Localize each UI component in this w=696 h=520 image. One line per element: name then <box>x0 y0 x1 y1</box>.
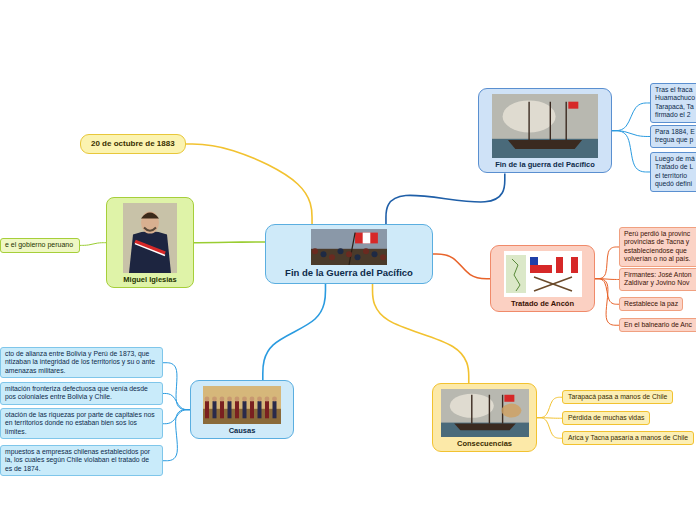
branch-connector <box>595 247 619 279</box>
branch-connector <box>612 131 650 137</box>
cause-box: otación de las riquezas por parte de cap… <box>0 408 163 439</box>
illustration <box>123 203 177 273</box>
detail-box: e el gobierno peruano <box>0 238 80 253</box>
branch-connector <box>163 410 190 461</box>
cause-box: mpuestos a empresas chilenas establecido… <box>0 445 163 476</box>
branch-connector <box>433 254 490 279</box>
detail-box: Perú perdió la provinc provincias de Tac… <box>619 227 696 267</box>
branch-connector <box>80 243 106 246</box>
node-text: e el gobierno peruano <box>5 241 75 250</box>
node-text: Firmantes: José Anton Zaldívar y Jovino … <box>624 271 696 288</box>
topic-title: Consecuencias <box>437 439 532 448</box>
branch-connector <box>194 241 265 243</box>
node-text: Perú perdió la provinc provincias de Tac… <box>624 230 696 264</box>
node-text: En el balneario de Anc <box>624 321 696 329</box>
branch-connector <box>537 418 562 439</box>
detail-box: Restablece la paz <box>619 297 683 311</box>
detail-box: Para 1884, E tregua que p <box>650 125 696 148</box>
detail-box: Tras el fraca Huamachuco Tarapacá, Ta fi… <box>650 83 696 123</box>
branch-connector <box>163 393 190 409</box>
branch-connector <box>373 284 469 383</box>
node-text: Tras el fraca Huamachuco Tarapacá, Ta fi… <box>655 86 696 120</box>
node-text: 20 de octubre de 1883 <box>91 139 175 149</box>
illustration <box>441 389 529 437</box>
person-box: Miguel Iglesias <box>106 197 194 288</box>
topic-title: Fin de la guerra del Pacífico <box>483 160 607 169</box>
illustration <box>492 94 598 158</box>
node-text: Luego de má Tratado de L el territorio q… <box>655 155 696 189</box>
topic-title: Tratado de Ancón <box>495 299 590 308</box>
node-text: mpuestos a empresas chilenas establecido… <box>5 448 158 473</box>
branch-connector <box>612 131 650 172</box>
branch-connector <box>612 103 650 131</box>
detail-box: En el balneario de Anc <box>619 318 696 332</box>
detail-box: Tarapacá pasa a manos de Chile <box>562 390 673 404</box>
node-text: Pérdida de muchas vidas <box>568 414 644 422</box>
topic-title: Miguel Iglesias <box>111 275 189 284</box>
topic-box: Tratado de Ancón <box>490 245 595 312</box>
branch-connector <box>386 173 505 224</box>
node-text: Restablece la paz <box>624 300 678 308</box>
branch-connector <box>186 144 312 224</box>
branch-connector <box>595 279 619 326</box>
detail-box: Luego de má Tratado de L el territorio q… <box>650 152 696 192</box>
detail-box: Firmantes: José Anton Zaldívar y Jovino … <box>619 268 696 291</box>
illustration <box>311 229 387 265</box>
node-text: otación de las riquezas por parte de cap… <box>5 411 158 436</box>
topic-title: Causas <box>195 426 289 435</box>
central-topic: Fin de la Guerra del Pacífico <box>265 224 433 284</box>
cause-box: mitación fronteriza defectuosa que venía… <box>0 382 163 405</box>
branch-connector <box>537 397 562 417</box>
branch-connector <box>263 284 326 380</box>
topic-box: Fin de la guerra del Pacífico <box>478 88 612 173</box>
topic-title: Fin de la Guerra del Pacífico <box>272 267 426 279</box>
topic-box: Causas <box>190 380 294 439</box>
cause-box: cto de alianza entre Bolivia y Perú de 1… <box>0 347 163 378</box>
topic-box: Consecuencias <box>432 383 537 452</box>
illustration <box>203 386 281 424</box>
branch-connector <box>163 363 190 410</box>
detail-box: Pérdida de muchas vidas <box>562 411 650 425</box>
date-pill: 20 de octubre de 1883 <box>80 134 186 154</box>
node-text: Para 1884, E tregua que p <box>655 128 696 145</box>
node-text: cto de alianza entre Bolivia y Perú de 1… <box>5 350 158 375</box>
node-text: Arica y Tacna pasaría a manos de Chile <box>568 434 688 442</box>
node-text: Tarapacá pasa a manos de Chile <box>568 393 667 401</box>
illustration <box>504 251 582 297</box>
detail-box: Arica y Tacna pasaría a manos de Chile <box>562 431 694 445</box>
node-text: mitación fronteriza defectuosa que venía… <box>5 385 158 402</box>
